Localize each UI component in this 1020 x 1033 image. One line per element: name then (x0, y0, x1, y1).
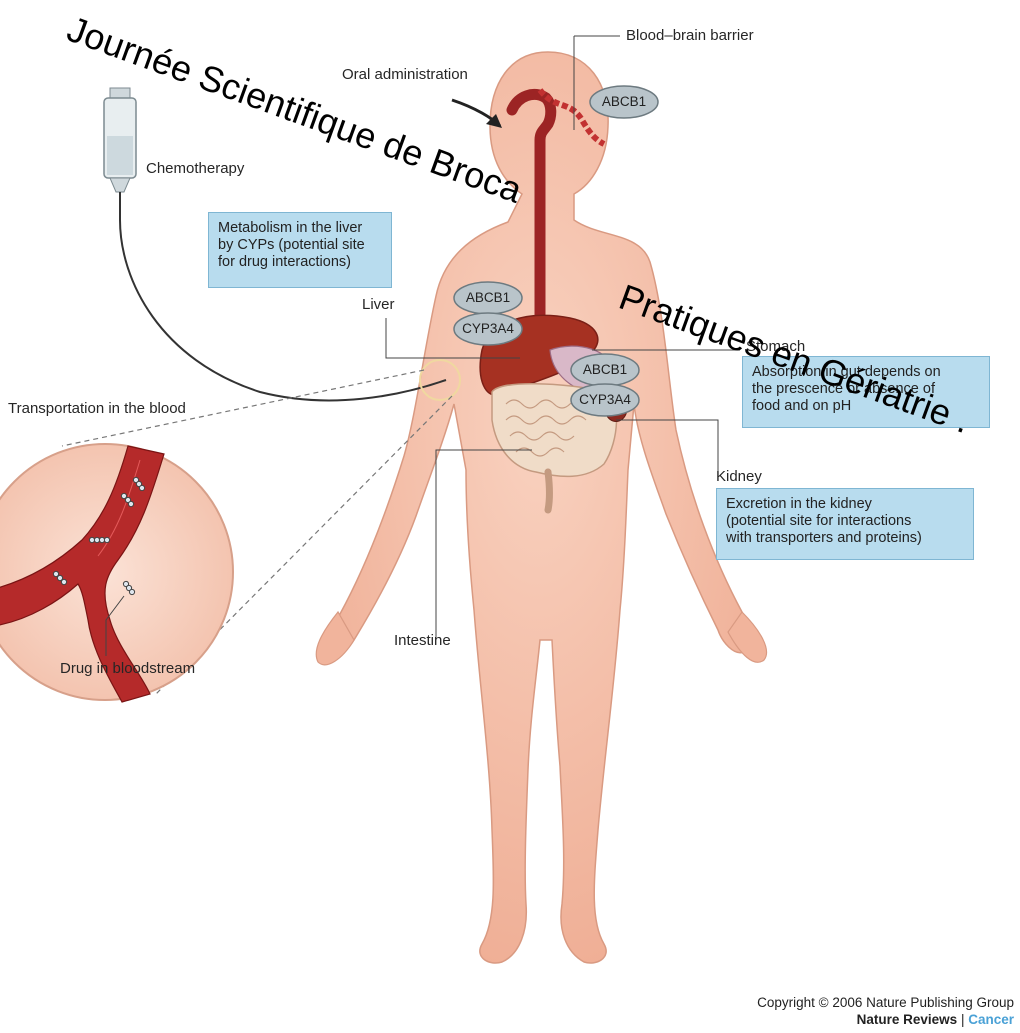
copyright-block: Copyright © 2006 Nature Publishing Group… (757, 994, 1014, 1028)
excretion-box: Excretion in the kidney (potential site … (716, 488, 974, 560)
publisher-line: Nature Reviews | Cancer (757, 1011, 1014, 1028)
chemotherapy-label: Chemotherapy (146, 160, 244, 177)
kidney-label: Kidney (716, 468, 762, 485)
gut-cyp3a4-label: CYP3A4 (565, 392, 645, 408)
liver-abcb1-label: ABCB1 (448, 290, 528, 306)
brand-label: Nature Reviews (857, 1012, 958, 1027)
gut-abcb1-label: ABCB1 (565, 362, 645, 378)
oral-administration-label: Oral administration (342, 66, 468, 83)
blood-brain-barrier-label: Blood–brain barrier (626, 27, 754, 44)
liver-metabolism-line: by CYPs (potential site (218, 237, 382, 254)
iv-bag (104, 88, 136, 192)
journal-label: Cancer (968, 1012, 1014, 1027)
excretion-line: with transporters and proteins) (726, 530, 964, 547)
drug-in-bloodstream-label: Drug in bloodstream (60, 660, 195, 677)
liver-metabolism-line: Metabolism in the liver (218, 220, 382, 237)
intestine-label: Intestine (394, 632, 451, 649)
transportation-label: Transportation in the blood (8, 400, 186, 417)
liver-label: Liver (362, 296, 395, 313)
excretion-line: (potential site for interactions (726, 513, 964, 530)
liver-cyp3a4-label: CYP3A4 (448, 321, 528, 337)
copyright-line: Copyright © 2006 Nature Publishing Group (757, 994, 1014, 1011)
liver-metabolism-line: for drug interactions) (218, 254, 382, 271)
brain-abcb1-label: ABCB1 (584, 94, 664, 110)
excretion-line: Excretion in the kidney (726, 496, 964, 513)
liver-metabolism-box: Metabolism in the liver by CYPs (potenti… (208, 212, 392, 288)
brand-separator: | (961, 1012, 965, 1027)
